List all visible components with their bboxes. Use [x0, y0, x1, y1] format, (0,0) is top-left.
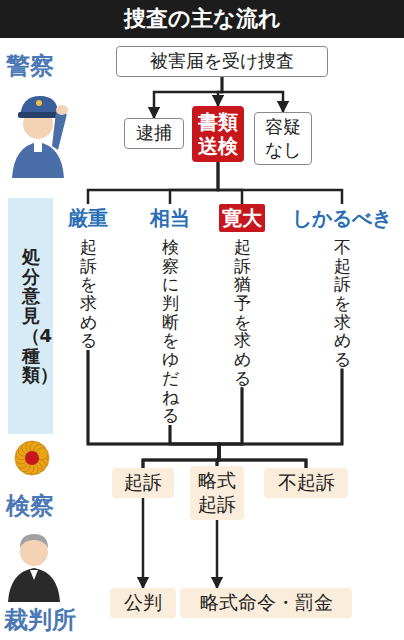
connector	[216, 520, 219, 589]
connector	[218, 162, 242, 204]
process-box: 被害届を受け捜査	[116, 46, 328, 77]
connector	[143, 388, 242, 469]
highlight-box: 書類送検	[192, 106, 244, 162]
connector	[143, 425, 219, 468]
court-box: 略式命令・罰金	[180, 588, 352, 618]
node-text: 不起訴	[278, 471, 335, 495]
node-text: 厳重	[65, 204, 111, 232]
process-box: 容疑なし	[254, 112, 312, 165]
title-bar: 捜査の主な流れ	[0, 0, 404, 38]
node-text: 逮捕	[136, 122, 172, 145]
node-text: 被害届を受け捜査	[150, 50, 294, 73]
node-text: 略式起訴	[194, 469, 240, 517]
connector	[142, 498, 145, 588]
connector	[88, 350, 306, 468]
connector	[217, 388, 242, 467]
court-box: 公判	[110, 588, 176, 618]
process-box: 逮捕	[124, 118, 184, 149]
node-text: 略式命令・罰金	[200, 591, 333, 615]
connector	[219, 388, 306, 469]
police-icon	[12, 96, 68, 178]
connector	[88, 162, 218, 204]
outcome-box: 略式起訴	[190, 466, 244, 520]
opinion-column: 寛大起訴猶予を求める	[214, 204, 270, 388]
connector	[170, 425, 306, 468]
node-text: 相当	[147, 204, 193, 232]
connector	[170, 162, 218, 204]
outcome-box: 起訴	[112, 468, 174, 498]
agency-label: 検察	[6, 490, 54, 522]
emblem-center	[25, 451, 39, 465]
node-body-text: 検察に判断をゆだねる	[162, 238, 179, 425]
agency-label: 裁判所	[4, 604, 76, 636]
node-text: 起訴	[124, 471, 162, 495]
judge-icon	[8, 534, 60, 602]
node-text: 処分意見（4種類）	[22, 247, 40, 386]
node-body-text: 起訴を求める	[80, 238, 97, 350]
node-text: 書類送検	[195, 110, 241, 158]
opinion-column: 相当検察に判断をゆだねる	[142, 204, 198, 425]
prosecutor-emblem	[15, 441, 49, 475]
outcome-box: 不起訴	[264, 468, 348, 498]
connector	[218, 162, 342, 204]
node-text: 寛大	[219, 204, 265, 232]
node-text: しかるべき	[289, 204, 395, 232]
node-text: 公判	[124, 591, 162, 615]
opinion-column: 厳重起訴を求める	[62, 204, 114, 350]
side-band: 処分意見（4種類）	[8, 198, 53, 434]
connector	[88, 350, 219, 466]
connector	[88, 350, 219, 468]
node-body-text: 不起訴を求める	[334, 238, 351, 369]
opinion-column: しかるべき不起訴を求める	[286, 204, 398, 369]
node-text: 容疑なし	[259, 116, 307, 161]
agency-label: 警察	[6, 50, 54, 82]
node-body-text: 起訴猶予を求める	[234, 238, 251, 388]
